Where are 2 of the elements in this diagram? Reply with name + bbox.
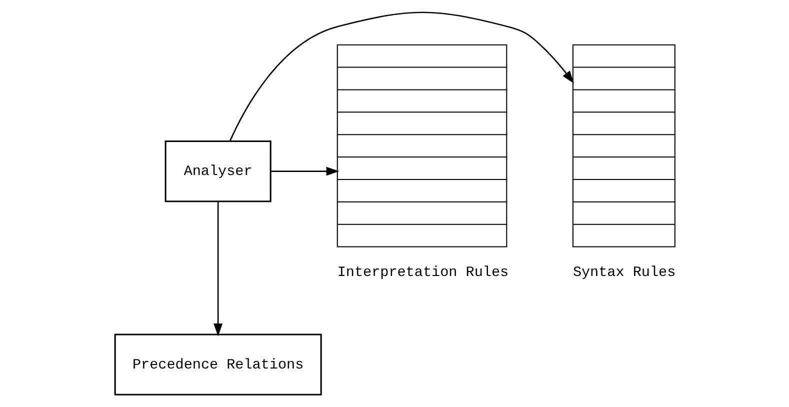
node-label: Syntax Rules (572, 265, 676, 282)
node-label: Interpretation Rules (336, 265, 508, 282)
